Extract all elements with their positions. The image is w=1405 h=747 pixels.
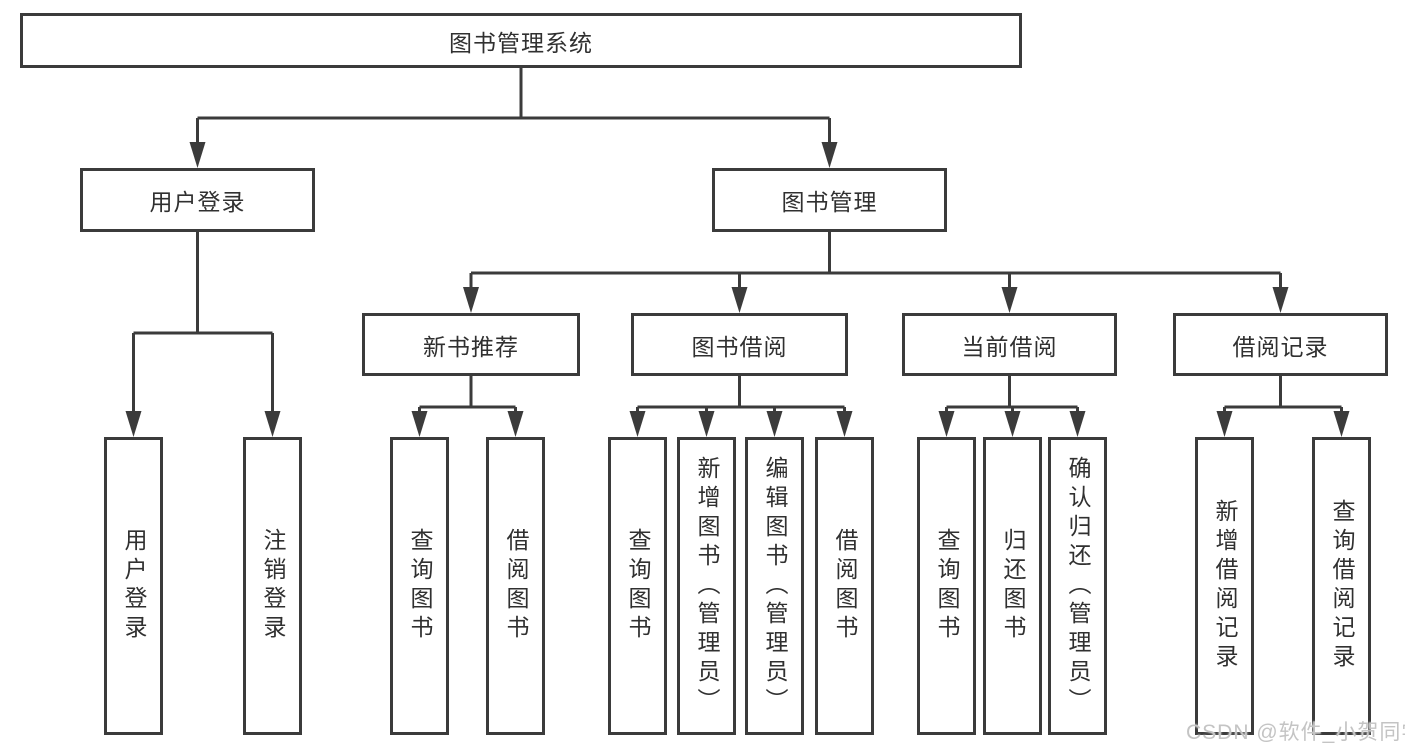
node-label: 图书管理 [781, 189, 878, 215]
node-label: 当前借阅 [961, 333, 1058, 360]
node-label: 新书推荐 [423, 333, 519, 360]
leaf-search-books-recommend: 查询图书 [390, 437, 449, 735]
leaf-edit-books-admin: 编辑图书（管理员） [745, 437, 804, 735]
leaf-user-login: 用户登录 [104, 437, 163, 735]
leaf-add-borrow-record: 新增借阅记录 [1195, 437, 1254, 735]
leaf-label: 借阅图书 [503, 528, 529, 644]
node-label: 借阅记录 [1232, 333, 1329, 360]
leaf-label: 确认归还（管理员） [1065, 455, 1091, 717]
watermark: CSDN @软件_小贺同学 [1186, 721, 1405, 744]
leaf-label: 借阅图书 [832, 528, 858, 644]
node-current-borrowing: 当前借阅 [902, 313, 1117, 376]
leaf-borrow-books: 借阅图书 [815, 437, 874, 735]
leaf-label: 归还图书 [1000, 528, 1026, 644]
node-label: 用户登录 [149, 189, 246, 215]
leaf-label: 新增图书（管理员） [694, 455, 720, 717]
node-book-management: 图书管理 [712, 168, 947, 232]
node-new-book-recommend: 新书推荐 [362, 313, 580, 376]
leaf-label: 查询图书 [934, 528, 960, 644]
leaf-label: 用户登录 [121, 528, 147, 644]
leaf-return-books: 归还图书 [983, 437, 1042, 735]
node-library-system: 图书管理系统 [20, 13, 1022, 68]
leaf-search-books: 查询图书 [608, 437, 667, 735]
node-label: 图书借阅 [691, 333, 788, 360]
leaf-label: 注销登录 [260, 528, 286, 644]
node-borrowing-records: 借阅记录 [1173, 313, 1388, 376]
node-user-login: 用户登录 [80, 168, 315, 232]
node-book-borrowing: 图书借阅 [631, 313, 848, 376]
leaf-label: 新增借阅记录 [1212, 499, 1238, 673]
leaf-add-books-admin: 新增图书（管理员） [677, 437, 736, 735]
node-label: 图书管理系统 [449, 29, 593, 56]
leaf-confirm-return-admin: 确认归还（管理员） [1048, 437, 1107, 735]
leaf-label: 编辑图书（管理员） [762, 455, 788, 717]
leaf-borrow-books-recommend: 借阅图书 [486, 437, 545, 735]
arrowheads [125, 142, 1350, 437]
leaf-label: 查询图书 [625, 528, 651, 644]
leaf-search-borrow-record: 查询借阅记录 [1312, 437, 1371, 735]
leaf-label: 查询借阅记录 [1329, 499, 1355, 673]
leaf-search-books-current: 查询图书 [917, 437, 976, 735]
leaf-logout: 注销登录 [243, 437, 302, 735]
leaf-label: 查询图书 [407, 528, 433, 644]
